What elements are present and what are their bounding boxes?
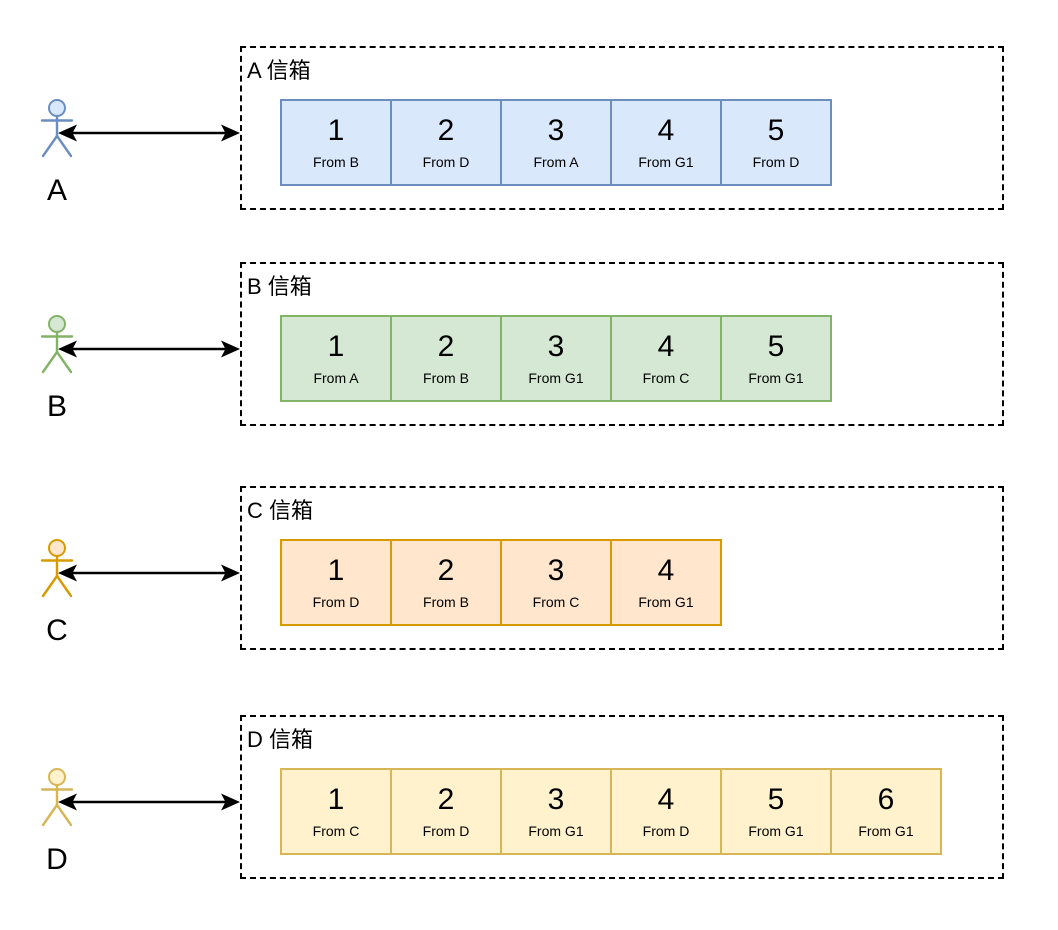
cell-from-label: From A: [533, 154, 579, 170]
cell-from-label: From C: [312, 823, 360, 839]
mailbox-row-B: B B 信箱 1 From A 2 From B 3 From G1 4 Fro…: [0, 262, 1058, 432]
mailbox-queue: 1 From D 2 From B 3 From C 4 From G1: [280, 539, 722, 626]
cell-from-label: From D: [312, 594, 360, 610]
mailbox-cell: 5 From G1: [720, 315, 832, 402]
cell-number: 3: [547, 330, 565, 363]
mailbox-queue: 1 From B 2 From D 3 From A 4 From G1 5 F…: [280, 99, 832, 186]
mailbox-cell: 2 From B: [390, 539, 502, 626]
mailbox-box: B 信箱 1 From A 2 From B 3 From G1 4 From …: [240, 262, 1004, 426]
mailbox-cell: 3 From C: [500, 539, 612, 626]
cell-from-label: From D: [642, 823, 690, 839]
stick-figure-icon: [40, 315, 74, 374]
cell-number: 2: [437, 330, 455, 363]
cell-number: 1: [327, 783, 345, 816]
cell-from-label: From D: [752, 154, 800, 170]
mailbox-queue: 1 From C 2 From D 3 From G1 4 From D 5 F…: [280, 768, 942, 855]
cell-from-label: From G1: [528, 823, 584, 839]
stick-figure-icon: [40, 539, 74, 598]
cell-from-label: From G1: [528, 370, 584, 386]
cell-number: 4: [657, 330, 675, 363]
mailbox-box: C 信箱 1 From D 2 From B 3 From C 4 From G…: [240, 486, 1004, 650]
cell-number: 4: [657, 554, 675, 587]
actor: A: [33, 46, 81, 216]
cell-number: 6: [877, 783, 895, 816]
mailbox-cell: 3 From G1: [500, 768, 612, 855]
cell-number: 3: [547, 554, 565, 587]
mailbox-title: C 信箱: [247, 498, 314, 523]
mailbox-cell: 2 From D: [390, 768, 502, 855]
stick-figure-icon: [40, 99, 74, 158]
cell-from-label: From G1: [638, 154, 694, 170]
cell-from-label: From B: [423, 370, 469, 386]
mailbox-cell: 4 From C: [610, 315, 722, 402]
stick-figure-icon: [40, 768, 74, 827]
mailbox-row-C: C C 信箱 1 From D 2 From B 3 From C 4 From…: [0, 486, 1058, 656]
cell-from-label: From G1: [638, 594, 694, 610]
cell-number: 3: [547, 783, 565, 816]
mailbox-cell: 2 From D: [390, 99, 502, 186]
mailbox-cell: 1 From D: [280, 539, 392, 626]
mailbox-cell: 4 From G1: [610, 539, 722, 626]
actor-label: C: [46, 614, 68, 647]
cell-from-label: From D: [422, 154, 470, 170]
mailbox-queue: 1 From A 2 From B 3 From G1 4 From C 5 F…: [280, 315, 832, 402]
mailbox-cell: 5 From D: [720, 99, 832, 186]
cell-number: 2: [437, 783, 455, 816]
cell-from-label: From A: [313, 370, 359, 386]
bidirectional-arrow-icon: [58, 564, 240, 582]
mailbox-cell: 4 From G1: [610, 99, 722, 186]
cell-number: 4: [657, 783, 675, 816]
cell-from-label: From G1: [748, 823, 804, 839]
actor: B: [33, 262, 81, 432]
mailbox-box: D 信箱 1 From C 2 From D 3 From G1 4 From …: [240, 715, 1004, 879]
mailbox-cell: 6 From G1: [830, 768, 942, 855]
cell-number: 1: [327, 114, 345, 147]
actor-label: B: [46, 390, 67, 423]
mailbox-cell: 2 From B: [390, 315, 502, 402]
cell-from-label: From D: [422, 823, 470, 839]
cell-from-label: From G1: [748, 370, 804, 386]
mailbox-cell: 5 From G1: [720, 768, 832, 855]
cell-from-label: From B: [423, 594, 469, 610]
cell-number: 2: [437, 554, 455, 587]
bidirectional-arrow-icon: [58, 124, 240, 142]
mailbox-cell: 1 From C: [280, 768, 392, 855]
cell-number: 4: [657, 114, 675, 147]
cell-from-label: From B: [313, 154, 359, 170]
cell-number: 5: [767, 783, 785, 816]
cell-number: 5: [767, 330, 785, 363]
actor: C: [33, 486, 81, 656]
cell-from-label: From C: [642, 370, 690, 386]
actor: D: [33, 715, 81, 885]
bidirectional-arrow-icon: [58, 340, 240, 358]
cell-from-label: From G1: [858, 823, 914, 839]
cell-number: 3: [547, 114, 565, 147]
mailbox-title: B 信箱: [247, 274, 312, 299]
mailbox-row-D: D D 信箱 1 From C 2 From D 3 From G1 4 Fro…: [0, 715, 1058, 885]
mailbox-cell: 1 From B: [280, 99, 392, 186]
actor-label: A: [46, 174, 67, 207]
mailbox-cell: 1 From A: [280, 315, 392, 402]
actor-label: D: [46, 843, 68, 876]
mailbox-title: D 信箱: [247, 727, 314, 752]
mailbox-cell: 3 From G1: [500, 315, 612, 402]
mailbox-box: A 信箱 1 From B 2 From D 3 From A 4 From G…: [240, 46, 1004, 210]
cell-number: 2: [437, 114, 455, 147]
mailbox-title: A 信箱: [247, 58, 311, 83]
mailbox-cell: 3 From A: [500, 99, 612, 186]
cell-from-label: From C: [532, 594, 580, 610]
cell-number: 1: [327, 554, 345, 587]
mailbox-cell: 4 From D: [610, 768, 722, 855]
cell-number: 1: [327, 330, 345, 363]
bidirectional-arrow-icon: [58, 793, 240, 811]
cell-number: 5: [767, 114, 785, 147]
mailbox-row-A: A A 信箱 1 From B 2 From D 3 From A 4 From…: [0, 46, 1058, 216]
